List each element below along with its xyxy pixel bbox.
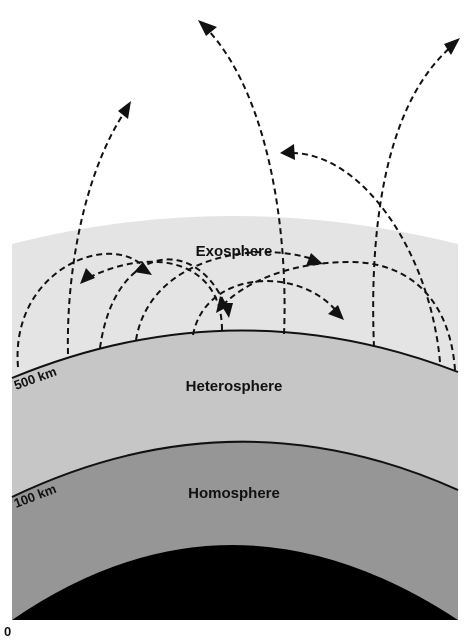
trajectory-arrow [221, 260, 456, 371]
altitude-zero-label: 0 [4, 624, 11, 639]
arrowhead [80, 268, 95, 284]
earth-surface [12, 545, 458, 620]
trajectory-arrow [66, 109, 127, 355]
boundary-500km-line [11, 329, 459, 379]
boundary-100km-line [11, 440, 459, 498]
trajectory-arrow [207, 29, 286, 335]
heterosphere-label: Heterosphere [186, 378, 283, 395]
trajectory-arrow [135, 251, 316, 341]
trajectory-arrow [99, 258, 228, 349]
exosphere-label: Exosphere [196, 243, 273, 260]
arrowhead [216, 296, 229, 313]
trajectory-arrow [287, 151, 441, 363]
arrowhead [444, 38, 460, 55]
arrowhead [118, 101, 131, 119]
arrowhead [306, 253, 323, 266]
arrowhead [134, 262, 152, 275]
trajectory-arrow [16, 252, 146, 368]
ballistic-trajectories [16, 144, 456, 371]
trajectory-arrow [192, 280, 339, 336]
trajectory-arrow [372, 45, 453, 348]
arrowhead [328, 305, 344, 320]
escaping-trajectories [66, 20, 460, 355]
arrowhead [280, 144, 295, 160]
arrowhead [198, 20, 217, 36]
homosphere-label: Homosphere [188, 485, 280, 502]
